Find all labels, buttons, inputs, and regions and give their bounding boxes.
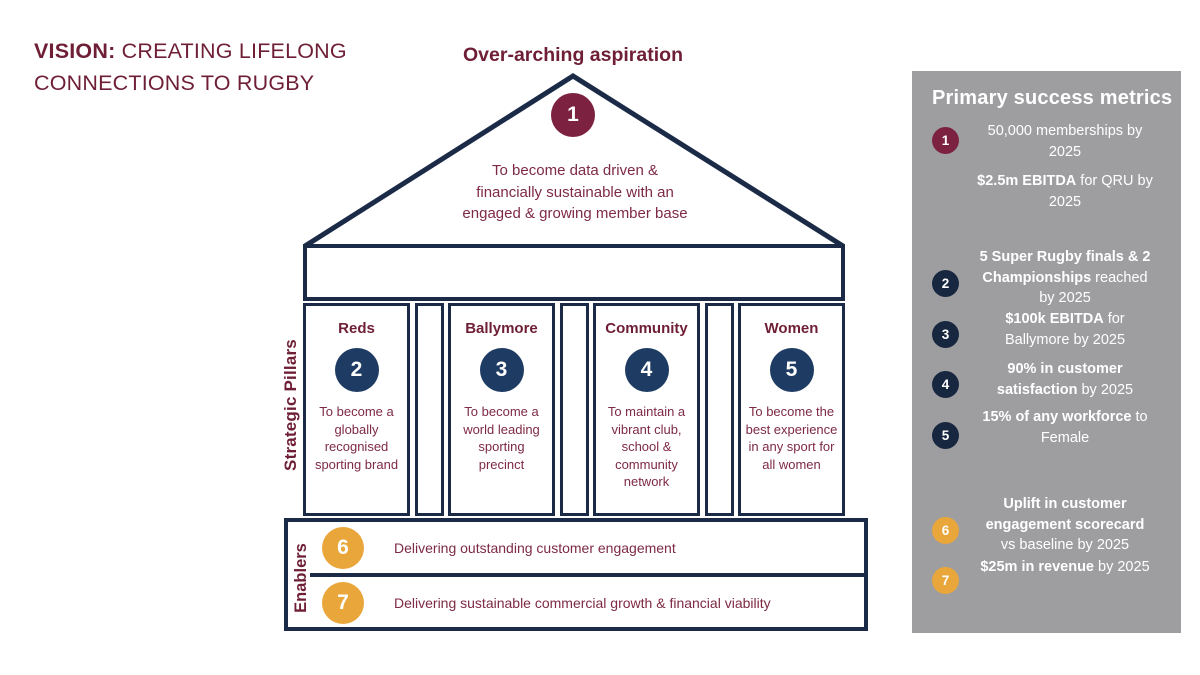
pillar-description: To become a world leading sporting preci… (463, 404, 540, 472)
pillars-row: Reds 2 To become a globally recognised spo… (303, 303, 845, 516)
metric-text: 5 Super Rugby finals & 2 Championships r… (977, 247, 1153, 309)
enabler-description: Delivering outstanding customer engageme… (394, 539, 676, 556)
enabler-number-badge: 6 (322, 526, 364, 569)
pillar-ballymore: Ballymore 3 To become a world leading spor… (448, 303, 555, 516)
vision-text: CREATING LIFELONG CONNECTIONS TO RUGBY (34, 39, 347, 95)
metric-text: Uplift in customer engagement scorecard … (977, 494, 1153, 556)
pillar-title: Ballymore (465, 320, 538, 337)
vision-statement: VISION: CREATING LIFELONG CONNECTIONS TO… (34, 36, 386, 99)
aspiration-number-badge: 1 (551, 93, 595, 137)
metric-text: 15% of any workforce to Female (977, 407, 1153, 448)
pillar-spacer (559, 303, 589, 516)
metric-number-badge: 7 (932, 567, 959, 594)
enabler-row-1: 6 Delivering outstanding customer engagem… (288, 522, 864, 573)
enabler-divider (310, 573, 864, 577)
metric-number-badge: 6 (932, 517, 959, 544)
metric-text: $100k EBITDA for Ballymore by 2025 (977, 309, 1153, 350)
metric-number-badge: 2 (932, 270, 959, 297)
pillar-number-badge: 2 (334, 348, 379, 392)
metric-paragraph: Uplift in customer engagement scorecard … (985, 496, 1145, 553)
metric-paragraph: 90% in customer satisfaction by 2025 (996, 361, 1134, 398)
pillar-number-badge: 3 (479, 348, 524, 392)
metric-paragraph: 5 Super Rugby finals & 2 Championships r… (979, 249, 1151, 306)
pillar-women: Women 5 To become the best experience in a… (738, 303, 845, 516)
pillar-description: To become the best experience in any spo… (745, 404, 838, 472)
metric-text: 50,000 memberships by 2025 $2.5m EBITDA f… (977, 121, 1153, 212)
pillar-reds: Reds 2 To become a globally recognised spo… (303, 303, 410, 516)
enabler-number-badge: 7 (322, 581, 364, 624)
pillar-title: Community (605, 320, 688, 337)
enabler-description: Delivering sustainable commercial growth… (394, 594, 771, 611)
primary-success-metrics-panel: Primary success metrics 1 50,000 membersh… (912, 71, 1181, 633)
strategic-pillars-label: Strategic Pillars (281, 339, 300, 471)
vision-label: VISION: (34, 39, 116, 63)
pillar-spacer (414, 303, 444, 516)
metric-paragraph: 50,000 memberships by 2025 (987, 123, 1143, 160)
metric-text: $25m in revenue by 2025 (977, 557, 1153, 578)
house-beam (303, 244, 845, 301)
metric-number-badge: 5 (932, 422, 959, 449)
metric-paragraph: $2.5m EBITDA for QRU by 2025 (977, 173, 1153, 210)
metrics-heading: Primary success metrics (932, 87, 1173, 109)
pillar-description: To become a globally recognised sporting… (314, 404, 399, 472)
pillar-number-badge: 4 (624, 348, 669, 392)
pillar-number-badge: 5 (769, 348, 814, 392)
metric-paragraph: $25m in revenue by 2025 (980, 559, 1150, 575)
metric-number-badge: 3 (932, 321, 959, 348)
enabler-row-2: 7 Delivering sustainable commercial growt… (288, 577, 864, 628)
pillar-title: Reds (338, 320, 375, 337)
metric-number-badge: 4 (932, 371, 959, 398)
aspiration-text: To become data driven & financially sust… (462, 162, 688, 222)
pillar-title: Women (764, 320, 819, 337)
metric-text: 90% in customer satisfaction by 2025 (977, 359, 1153, 400)
metric-number-badge: 1 (932, 127, 959, 154)
pillar-community: Community 4 To maintain a vibrant club, sc… (593, 303, 700, 516)
pillar-spacer (704, 303, 734, 516)
pillar-description: To maintain a vibrant club, school & com… (607, 404, 686, 489)
metric-paragraph: 15% of any workforce to Female (982, 409, 1148, 446)
metric-paragraph: $100k EBITDA for Ballymore by 2025 (1004, 311, 1126, 348)
aspiration-heading: Over-arching aspiration (463, 44, 683, 66)
